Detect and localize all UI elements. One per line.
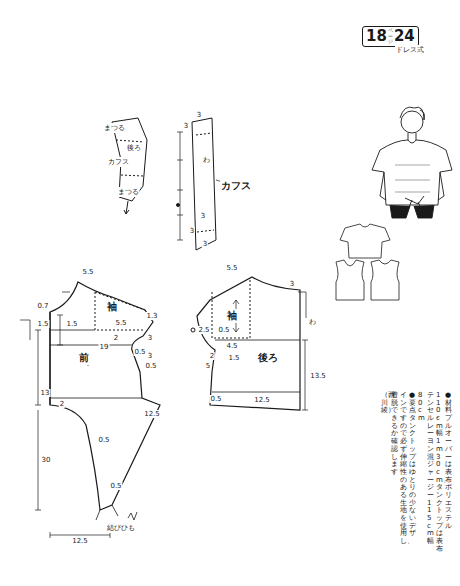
dimension-line <box>57 292 70 345</box>
garment-sketch <box>336 224 399 300</box>
dimension: 2 <box>209 352 215 360</box>
dimension: 12.5 <box>143 410 161 418</box>
dimension: 5 <box>205 362 211 370</box>
dimension: 1.3 <box>145 312 158 320</box>
dimension: 5.5 <box>81 268 94 276</box>
note-column: 80cm <box>418 392 425 423</box>
dimension: 3 <box>147 334 153 342</box>
note-column: 着脱できるか確認します <box>391 392 398 477</box>
dimension: 13.5 <box>309 372 327 380</box>
arrow <box>124 201 129 214</box>
dimension: 3 <box>189 227 195 235</box>
dimension: 3 <box>196 111 202 119</box>
dimension: 4.5 <box>225 342 238 350</box>
part-label: まつる <box>103 123 126 133</box>
dimension: 3 <box>289 280 295 288</box>
front-piece <box>50 282 160 510</box>
part-label: カフス <box>107 157 130 167</box>
page-number: ページ <box>388 28 393 45</box>
dimension: 3 <box>183 122 189 130</box>
dimension: 12.5 <box>71 537 89 545</box>
fold-line <box>196 133 214 232</box>
dimension: わ <box>308 317 317 327</box>
notch <box>191 328 195 332</box>
dimension-line <box>35 330 110 538</box>
note-column: ●材料 プルオーバーは表布ポリエステル <box>445 392 452 530</box>
dimension: 19 <box>99 343 110 351</box>
notch-dot <box>177 204 180 207</box>
note-column: インですので必ず伸縮性のある生地を使用し、 <box>400 392 407 546</box>
note-column: 110cm幅1m30cm、タンクトップは表布 <box>436 392 443 553</box>
piece-name: 袖 <box>226 309 238 323</box>
dimension: 12.5 <box>253 396 271 404</box>
tie-end <box>96 505 118 520</box>
dimension: 2 <box>59 400 65 408</box>
dimension: 0.5 <box>209 395 222 403</box>
note-column: テンセル・レーヨン混ジャージー115cm幅 <box>427 392 434 546</box>
guide-line <box>50 330 142 398</box>
page-number: 24 <box>394 29 415 44</box>
piece-name: カフス <box>220 179 252 193</box>
back-piece <box>197 277 300 410</box>
dimension: 5.5 <box>114 319 127 327</box>
dimension: 30 <box>41 456 52 464</box>
piece-name: 後ろ <box>257 351 279 365</box>
dimension: 13 <box>40 389 51 397</box>
mark <box>128 512 137 520</box>
page-number: 18 <box>366 29 387 44</box>
dimension: 0.5 <box>133 348 146 356</box>
dimension: 3 <box>202 240 208 248</box>
sleeve-guide <box>95 292 145 330</box>
dimension: 1.5 <box>227 354 240 362</box>
sleeve-guide <box>212 280 250 338</box>
part-label: まつる <box>117 187 140 197</box>
cuff-piece <box>192 118 216 250</box>
dimension: 1.5 <box>65 320 78 328</box>
piece-name: 袖 <box>106 300 118 314</box>
guide-line <box>212 340 300 392</box>
dimension: 2.5 <box>197 326 210 334</box>
dimension: 0.7 <box>36 302 49 310</box>
part-label: 結びひも <box>106 523 136 533</box>
dimension-line <box>302 340 308 410</box>
dimension: 3 <box>200 212 206 220</box>
dimension: 0.5 <box>97 436 110 444</box>
dimension: 0.5 <box>217 326 230 334</box>
dimension-line <box>177 132 183 240</box>
dimension: 5.5 <box>225 264 238 272</box>
dimension: 0.5 <box>144 362 157 370</box>
note-column: （西川綾） <box>381 392 388 415</box>
fold-mark <box>298 292 306 318</box>
piece-name: 前 <box>78 351 90 365</box>
figure-illustration <box>372 107 452 218</box>
page-number-box: 18ページ24 <box>362 26 419 47</box>
dimension: わ <box>202 155 211 165</box>
dimension: 2 <box>113 334 119 342</box>
dimension: 1.5 <box>36 320 49 328</box>
note-column: ●要点 タンクトップはゆとりの少ないデザ <box>409 392 416 538</box>
dimension: 0.5 <box>109 482 122 490</box>
part-label: 後ろ <box>126 143 142 153</box>
dimension: 3 <box>147 352 153 360</box>
grain-mark <box>20 320 30 340</box>
part-label: ドレス式 <box>395 45 425 55</box>
